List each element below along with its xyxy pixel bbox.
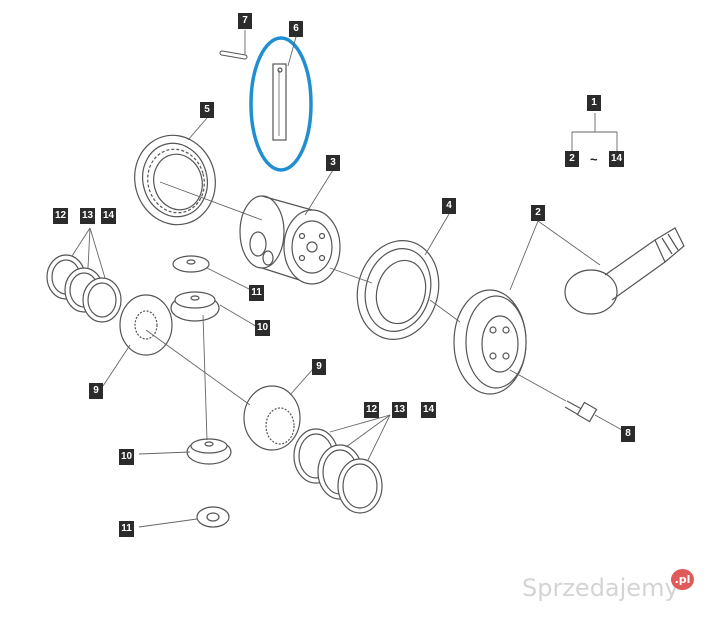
- part-8-bolt: [564, 400, 598, 423]
- watermark-text: Sprzedajemy: [522, 574, 679, 602]
- legend-range-symbol: ~: [590, 152, 598, 167]
- callout-10-lower: 10: [119, 449, 134, 465]
- callout-9-left: 9: [89, 383, 103, 399]
- callout-9-right: 9: [312, 359, 326, 375]
- callout-14-right: 14: [421, 402, 436, 418]
- highlight-ellipse: [249, 36, 313, 172]
- parts-12-14-shims-right: [293, 428, 383, 514]
- part-10-gear-upper: [170, 291, 220, 322]
- callout-7: 7: [238, 13, 252, 29]
- callout-12-left: 12: [53, 208, 68, 224]
- callout-11-lower: 11: [119, 521, 134, 537]
- part-9-gear-right: [243, 385, 301, 451]
- part-11-washer-upper: [172, 255, 210, 273]
- callout-14-left: 14: [101, 208, 116, 224]
- legend-callout-1: 1: [587, 95, 601, 111]
- part-11-washer-lower: [196, 506, 230, 528]
- callout-4: 4: [442, 198, 456, 214]
- callout-13-left: 13: [80, 208, 95, 224]
- legend-callout-14: 14: [609, 151, 624, 167]
- callout-5: 5: [200, 102, 214, 118]
- watermark-badge: .pl: [671, 569, 694, 590]
- callout-2: 2: [531, 205, 545, 221]
- part-2-ring-gear: [453, 289, 527, 395]
- part-10-gear-lower: [186, 438, 232, 465]
- parts-12-14-shims-left: [46, 254, 122, 323]
- callout-11-upper: 11: [249, 285, 264, 301]
- leader-lines: [71, 30, 623, 528]
- part-6-shaft: [272, 63, 287, 141]
- callout-12-right: 12: [364, 402, 379, 418]
- part-4-bearing: [356, 240, 440, 340]
- callout-10-upper: 10: [255, 320, 270, 336]
- part-9-gear-left: [119, 294, 173, 356]
- part-5-bearing: [134, 134, 216, 226]
- callout-13-right: 13: [392, 402, 407, 418]
- legend-callout-2: 2: [565, 151, 579, 167]
- part-7-pin: [219, 50, 248, 60]
- callout-3: 3: [326, 155, 340, 171]
- part-3-differential-case: [239, 195, 341, 285]
- callout-8: 8: [621, 426, 635, 442]
- callout-6: 6: [289, 21, 303, 37]
- part-2-pinion-shaft: [564, 227, 685, 315]
